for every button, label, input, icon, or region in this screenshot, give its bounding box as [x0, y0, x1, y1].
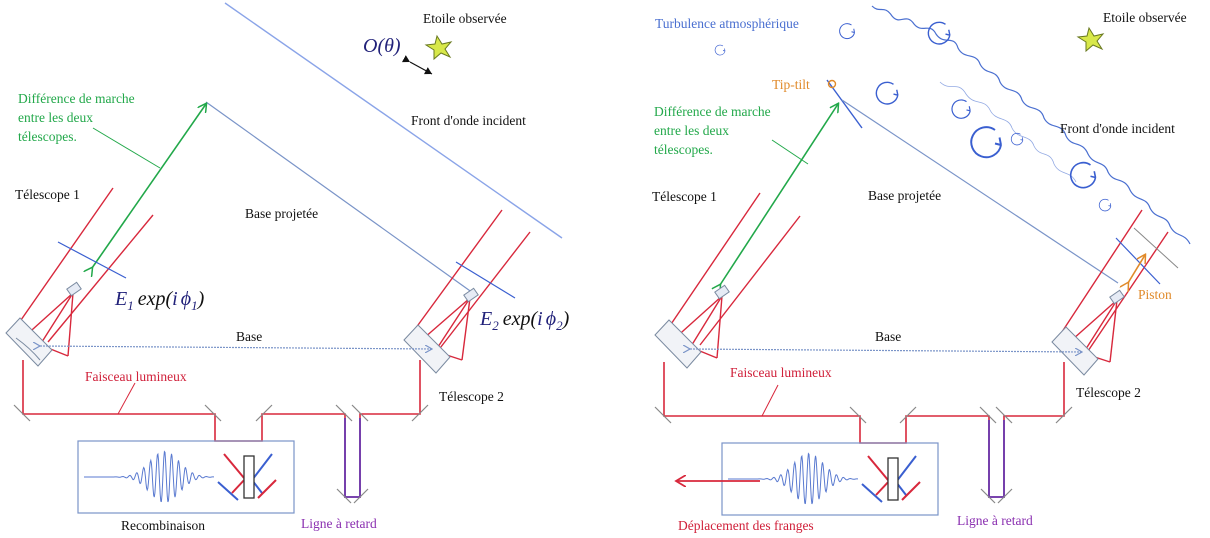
- telescope-1-secondary-mirror: [66, 281, 82, 297]
- opd-pointer: [92, 127, 161, 169]
- opd-label-line-2: entre les deux: [18, 110, 93, 125]
- turbulence-swirl-icon: [927, 21, 951, 45]
- telescope-2-primary-mirror: [1051, 326, 1099, 376]
- telescope-2-wavefront-mark: [455, 261, 516, 299]
- telescope-2: [1057, 209, 1169, 363]
- opd-arrow: [92, 104, 206, 268]
- star-label: Etoile observée: [1103, 10, 1187, 25]
- opd-label-line-3: télescopes.: [18, 129, 77, 144]
- fringe-shift-label: Déplacement des franges: [678, 518, 814, 533]
- turbulent-wavefront-2: [939, 81, 1077, 183]
- delay-line-label: Ligne à retard: [301, 516, 377, 531]
- base-label: Base: [236, 329, 262, 344]
- turbulence-swirl-icon: [1069, 161, 1097, 189]
- wavefront-line: [224, 2, 563, 239]
- beam-combiner: [861, 455, 921, 503]
- recombination-label: Recombinaison: [121, 518, 205, 533]
- star-label: Etoile observée: [423, 11, 507, 26]
- base-arrow: [690, 349, 1082, 352]
- wavefront-label: Front d'onde incident: [411, 113, 526, 128]
- base-label: Base: [875, 329, 901, 344]
- telescope-1-wavefront-mark: [57, 241, 127, 279]
- opd-label-line-1: Différence de marche: [18, 91, 135, 106]
- opd-arrow: [720, 104, 838, 285]
- right-panel: Turbulence atmosphérique Etoile observée…: [652, 5, 1191, 533]
- telescope-2-secondary-mirror: [463, 287, 479, 303]
- light-beam: [22, 360, 421, 498]
- turbulence-swirl-icon: [951, 99, 971, 119]
- base-arrow: [40, 346, 432, 349]
- telescope-1-primary-mirror: [654, 319, 702, 369]
- object-function-label: O(θ): [363, 35, 401, 57]
- recombination-box: [77, 440, 295, 514]
- telescope-1-label: Télescope 1: [15, 187, 80, 202]
- piston-label: Piston: [1138, 287, 1172, 302]
- wavefront-label: Front d'onde incident: [1060, 121, 1175, 136]
- projected-base-label: Base projetée: [245, 206, 318, 221]
- turbulence-swirl-icon: [839, 23, 855, 40]
- star-icon: [424, 34, 453, 61]
- beam-label: Faisceau lumineux: [730, 365, 832, 380]
- turbulence-swirl-icon: [875, 81, 899, 105]
- beam-combiner: [217, 453, 277, 501]
- turbulence-label: Turbulence atmosphérique: [655, 16, 799, 31]
- projected-base-line: [205, 101, 474, 294]
- telescope-1-primary-mirror: [5, 317, 53, 367]
- beam-label: Faisceau lumineux: [85, 369, 187, 384]
- turbulence-swirl-icon: [1098, 198, 1112, 212]
- turbulence-swirl-icon: [714, 44, 726, 56]
- delay-line: [344, 418, 361, 498]
- telescope-2-secondary-mirror: [1109, 289, 1125, 305]
- fringe-packet: [728, 452, 858, 505]
- turbulent-wavefront: [871, 5, 1191, 245]
- recombination-box: [721, 442, 939, 516]
- angle-arrow: [401, 55, 433, 75]
- opd-label-line-1: Différence de marche: [654, 104, 771, 119]
- light-beam: [663, 362, 1065, 498]
- opd-label-line-2: entre les deux: [654, 123, 729, 138]
- telescope-1-secondary-mirror: [714, 284, 730, 300]
- beam-label-pointer: [117, 382, 136, 415]
- beam-mirrors: [654, 406, 1073, 504]
- piston-arrow: [1128, 255, 1145, 283]
- turbulence-swirl-icon: [970, 126, 1002, 159]
- telescope-1: [664, 192, 801, 359]
- projected-base-label: Base projetée: [868, 188, 941, 203]
- projected-base-line: [841, 99, 1119, 284]
- turbulence-swirl-icon: [1010, 132, 1024, 146]
- telescope-2-label: Télescope 2: [439, 389, 504, 404]
- left-panel: Etoile observée O(θ) Différence de march…: [5, 2, 570, 533]
- telescope-2-wavefront-mark-2: [1133, 227, 1179, 269]
- tiptilt-pivot-icon: [827, 79, 837, 89]
- delay-line: [988, 420, 1005, 498]
- beam-mirrors: [13, 404, 429, 504]
- telescope-1-label: Télescope 1: [652, 189, 717, 204]
- delay-line-label: Ligne à retard: [957, 513, 1033, 528]
- telescope-1: [13, 187, 154, 357]
- fringe-packet: [84, 450, 214, 503]
- beam-label-pointer: [761, 384, 779, 417]
- opd-pointer: [771, 139, 809, 165]
- opd-label-line-3: télescopes.: [654, 142, 713, 157]
- tiptilt-label: Tip-tilt: [772, 77, 810, 92]
- star-icon: [1076, 26, 1105, 53]
- telescope-2-label: Télescope 2: [1076, 385, 1141, 400]
